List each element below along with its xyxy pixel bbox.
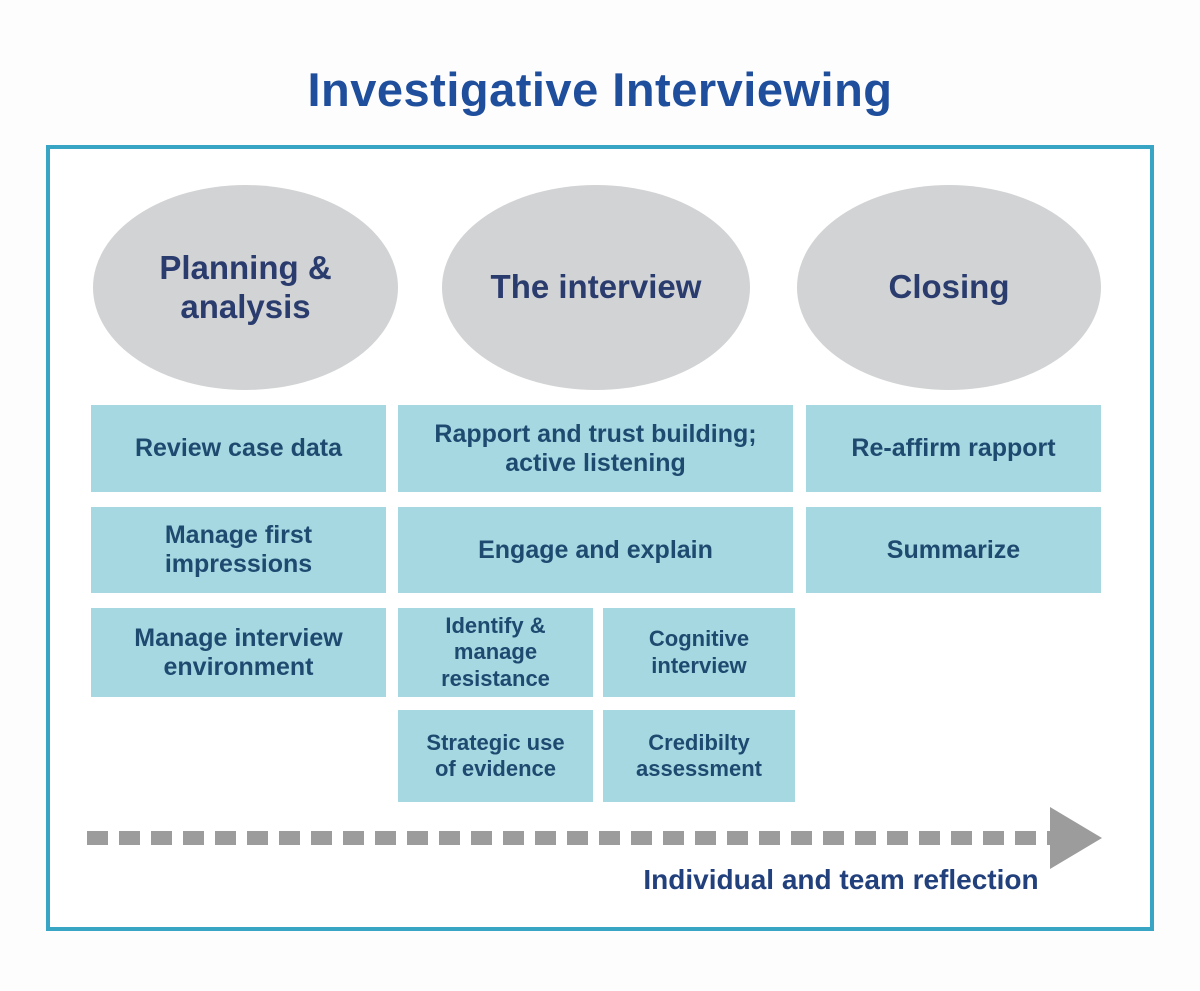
- arrow-right-icon: [1050, 807, 1102, 869]
- stage-label-planning: Planning & analysis: [159, 248, 332, 325]
- task-box-rapport-trust-building: Rapport and trust building; active liste…: [398, 405, 793, 492]
- task-box-credibility-assessment: Credibilty assessment: [603, 710, 795, 802]
- stage-label-interview: The interview: [490, 268, 702, 306]
- task-box-cognitive-interview: Cognitive interview: [603, 608, 795, 697]
- task-box-strategic-use-of-evidence: Strategic use of evidence: [398, 710, 593, 802]
- task-box-identify-manage-resistance: Identify & manage resistance: [398, 608, 593, 697]
- task-box-manage-interview-environment: Manage interview environment: [91, 608, 386, 697]
- task-box-manage-first-impressions: Manage first impressions: [91, 507, 386, 593]
- stage-ellipse-interview: The interview: [442, 185, 750, 390]
- task-box-reaffirm-rapport: Re-affirm rapport: [806, 405, 1101, 492]
- stage-ellipse-planning: Planning & analysis: [93, 185, 398, 390]
- stage-ellipse-closing: Closing: [797, 185, 1101, 390]
- reflection-label: Individual and team reflection: [643, 864, 1039, 895]
- timeline-dashed-line: [87, 831, 1052, 845]
- diagram-frame: Planning & analysis The interview Closin…: [46, 145, 1154, 931]
- stage-label-closing: Closing: [888, 268, 1010, 306]
- task-box-engage-and-explain: Engage and explain: [398, 507, 793, 593]
- page-title: Investigative Interviewing: [307, 63, 893, 116]
- task-box-review-case-data: Review case data: [91, 405, 386, 492]
- task-box-summarize: Summarize: [806, 507, 1101, 593]
